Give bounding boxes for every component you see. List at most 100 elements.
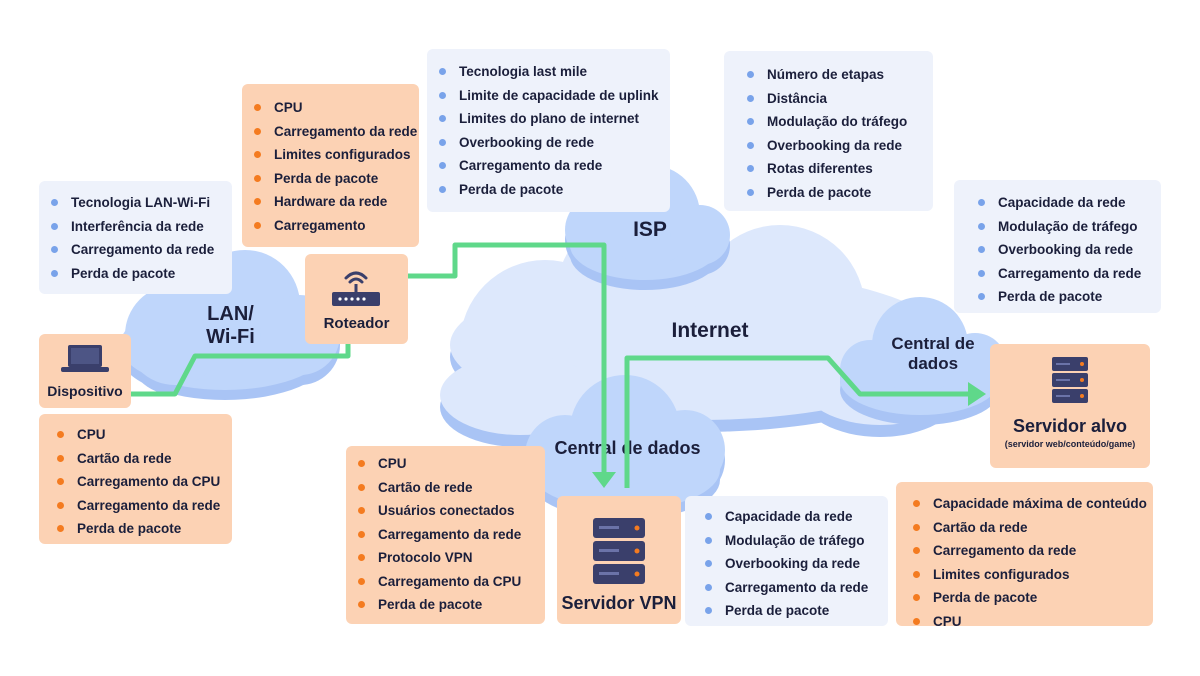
factor-text: Carregamento da rede [725, 579, 869, 595]
factor-item: Cartão de rede [354, 476, 545, 500]
factor-text: Capacidade da rede [998, 195, 1126, 210]
factor-item: CPU [354, 452, 545, 476]
factor-text: CPU [274, 100, 303, 115]
bullet-icon [51, 269, 58, 277]
factor-text: Perda de pacote [459, 181, 564, 197]
factor-text: Protocolo VPN [378, 550, 473, 565]
bullet-icon [705, 607, 712, 614]
factor-text: Tecnologia LAN-Wi-Fi [71, 195, 211, 210]
factor-text: Carregamento da rede [933, 543, 1077, 558]
bullet-icon [978, 222, 985, 230]
factor-text: Distância [767, 90, 828, 106]
router-node[interactable]: Roteador [305, 254, 408, 344]
bullet-icon [747, 71, 754, 78]
bullet-icon [747, 118, 754, 125]
factor-text: Número de etapas [767, 67, 885, 82]
factor-text: Usuários conectados [378, 503, 515, 518]
factor-text: Overbooking da rede [725, 556, 861, 571]
bullet-icon [439, 68, 446, 75]
factor-text: Capacidade máxima de conteúdo [933, 496, 1147, 511]
bullet-icon [358, 483, 365, 491]
factor-text: Overbooking da rede [998, 242, 1134, 257]
factor-text: Carregamento [274, 217, 366, 233]
internet-label: Internet [671, 319, 749, 342]
bullet-icon [913, 523, 920, 531]
factor-item: Cartão da rede [909, 516, 1153, 540]
lan-cloud-label: LAN/ Wi-Fi [206, 303, 255, 348]
path-device-router [131, 344, 351, 397]
bullet-icon [913, 594, 920, 601]
factor-text: Overbooking de rede [459, 134, 595, 150]
laptop-icon [61, 345, 109, 372]
bullet-icon [913, 500, 920, 507]
factor-text: Perda de pacote [725, 603, 830, 618]
factor-item: Overbooking da rede [701, 552, 888, 576]
bullet-icon [254, 127, 261, 135]
factor-text: Carregamento da CPU [77, 474, 221, 489]
bullet-icon [254, 174, 261, 182]
bullet-icon [705, 513, 712, 520]
bullet-icon [439, 162, 446, 169]
factor-item: Carregamento da rede [974, 262, 1161, 286]
bullet-icon [913, 547, 920, 554]
factor-item: Tecnologia last mile [435, 60, 670, 84]
bullet-icon [978, 246, 985, 253]
factor-text: Capacidade da rede [725, 509, 853, 524]
vpn-server-node[interactable]: Servidor VPN [557, 496, 681, 624]
factor-item: Overbooking da rede [743, 134, 933, 158]
factor-item: Limite de capacidade de uplink [435, 84, 670, 108]
factor-text: Limites do plano de internet [459, 111, 640, 126]
factor-item: Perda de pacote [435, 178, 670, 202]
factor-text: Carregamento da rede [459, 158, 603, 173]
target-server-node[interactable]: Servidor alvo (servidor web/conteúdo/gam… [990, 344, 1150, 468]
device-node[interactable]: Dispositivo [39, 334, 131, 408]
factor-text: Limites configurados [933, 566, 1070, 582]
factor-text: Cartão da rede [77, 450, 172, 466]
factor-text: Carregamento da rede [71, 242, 215, 257]
bullet-icon [57, 454, 64, 462]
router-icon [332, 271, 380, 306]
factor-item: Cartão da rede [53, 447, 232, 471]
bullet-icon [439, 185, 446, 193]
factor-item: Carregamento da rede [47, 238, 232, 262]
bullet-icon [358, 507, 365, 514]
factor-text: Rotas diferentes [767, 161, 873, 176]
factor-text: Limite de capacidade de uplink [459, 87, 659, 103]
path-router-isp [408, 242, 607, 472]
factor-text: Carregamento da rede [77, 497, 221, 513]
bullet-icon [254, 198, 261, 205]
bullet-icon [57, 501, 64, 509]
bullet-icon [705, 560, 712, 567]
factor-item: CPU [909, 610, 1153, 634]
factor-text: Overbooking da rede [767, 137, 903, 153]
factor-text: Perda de pacote [77, 521, 182, 536]
factor-text: Modulação de tráfego [725, 532, 865, 548]
bullet-icon [358, 554, 365, 561]
factor-item: Carregamento da rede [909, 539, 1153, 563]
bullet-icon [705, 583, 712, 591]
factor-item: Capacidade máxima de conteúdo [909, 492, 1153, 516]
bullet-icon [913, 570, 920, 578]
path-vpn-target [624, 355, 968, 488]
factor-item: Modulação do tráfego [743, 110, 933, 134]
factor-text: Carregamento da CPU [378, 573, 522, 589]
factor-item: Overbooking da rede [974, 238, 1161, 262]
factor-item: Carregamento da rede [53, 494, 232, 518]
factor-item: Carregamento da rede [250, 120, 419, 144]
bullet-icon [358, 460, 365, 467]
factor-item: Limites configurados [909, 563, 1153, 587]
arrow-to-target-server [968, 382, 986, 406]
factor-text: Perda de pacote [274, 170, 379, 186]
factor-item: Perda de pacote [743, 181, 933, 205]
target-server-label: Servidor alvo [1012, 416, 1128, 436]
factor-item: Perda de pacote [250, 167, 419, 191]
bullet-icon [747, 141, 754, 149]
factor-item: Distância [743, 87, 933, 111]
